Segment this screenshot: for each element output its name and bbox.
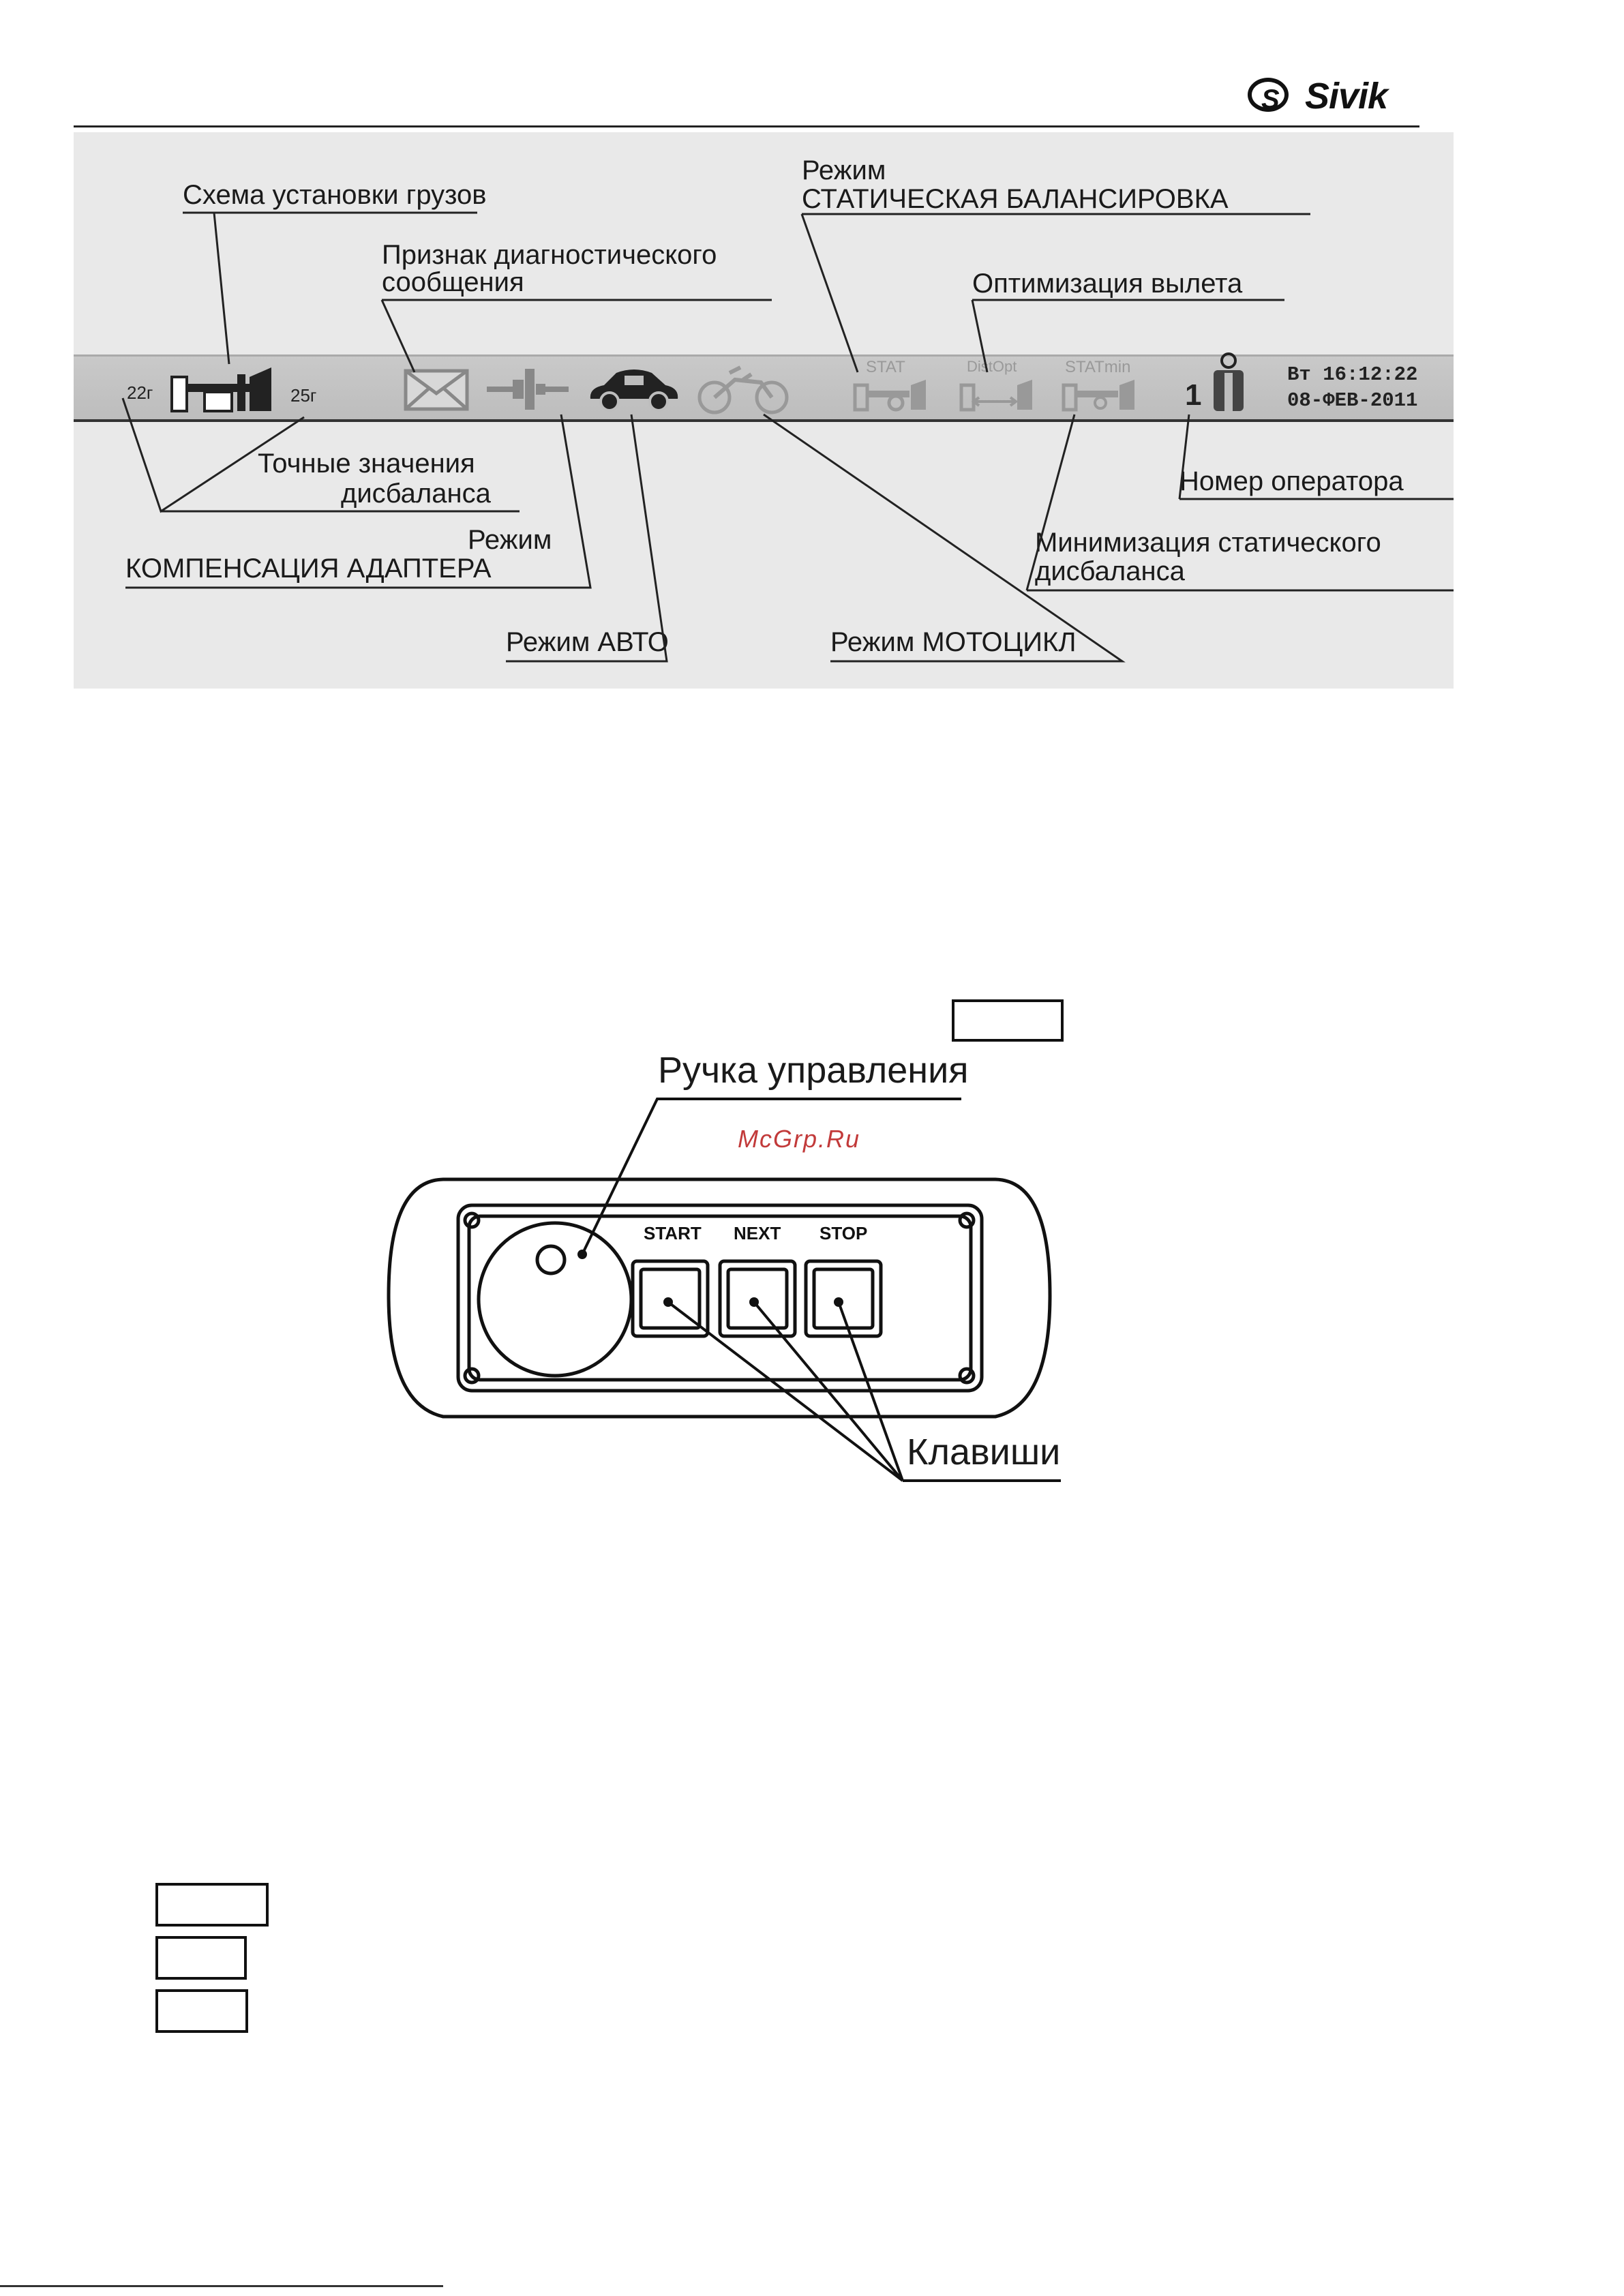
label-exact-2: дисбаланса xyxy=(341,479,491,509)
next-button-label: NEXT xyxy=(734,1223,781,1243)
logo-circle-icon: S xyxy=(1248,78,1289,115)
car-auto-mode-icon xyxy=(590,369,678,412)
label-auto: Режим АВТО xyxy=(506,627,669,657)
right-weight-value: 25г xyxy=(290,385,317,406)
inline-key-box xyxy=(952,999,1064,1042)
label-diag-1: Признак диагностического xyxy=(382,240,717,270)
diagnostic-envelope-icon xyxy=(404,369,469,411)
machine-statusbar: 22г 25г xyxy=(74,352,1454,422)
left-weight-value: 22г xyxy=(127,382,153,403)
key-box-1 xyxy=(155,1883,269,1927)
label-operator: Номер оператора xyxy=(1179,466,1404,496)
stat-icon-label: STAT xyxy=(866,358,905,376)
callout-lines xyxy=(121,211,1454,663)
label-distopt: Оптимизация вылета xyxy=(972,269,1243,299)
datetime-line2: 08-ФЕВ-2011 xyxy=(1287,389,1418,412)
logo-text: Sivik xyxy=(1305,76,1388,117)
label-moto: Режим МОТОЦИКЛ xyxy=(830,627,1077,657)
sivik-logo: S Sivik xyxy=(1248,74,1425,119)
footer-rule xyxy=(0,2285,443,2287)
watermark-text: McGrp.Ru xyxy=(738,1125,861,1153)
static-minimization-icon xyxy=(1062,380,1134,412)
label-diag-2: сообщения xyxy=(382,267,524,297)
operator-person-icon xyxy=(1214,352,1244,411)
label-weights-scheme: Схема установки грузов xyxy=(183,180,487,210)
label-statmin-2: дисбаланса xyxy=(1035,556,1185,586)
adapter-compensation-icon xyxy=(487,369,569,410)
key-box-3 xyxy=(155,1989,248,2033)
stop-button-label: STOP xyxy=(819,1223,868,1243)
static-balancing-icon xyxy=(853,380,926,412)
label-exact-1: Точные значения xyxy=(258,449,475,479)
distopt-icon-label: DistOpt xyxy=(967,358,1017,375)
statmin-icon-label: STATmin xyxy=(1065,358,1131,376)
label-static-mode-2: СТАТИЧЕСКАЯ БАЛАНСИРОВКА xyxy=(802,184,1229,214)
operator-number: 1 xyxy=(1185,378,1202,412)
label-adapter-1: Режим xyxy=(468,525,552,555)
label-static-mode-1: Режим xyxy=(802,155,886,185)
start-button-label: START xyxy=(644,1223,702,1243)
datetime-line1: Вт 16:12:22 xyxy=(1287,363,1418,386)
key-box-2 xyxy=(155,1936,247,1980)
label-statmin-1: Минимизация статического xyxy=(1035,528,1381,558)
motorcycle-mode-icon xyxy=(697,365,789,414)
keys-label: Клавиши xyxy=(907,1432,1061,1472)
header-rule xyxy=(74,125,1419,127)
control-panel-diagram xyxy=(387,1098,1061,1482)
label-adapter-2: КОМПЕНСАЦИЯ АДАПТЕРА xyxy=(125,554,492,584)
statusbar-figure: Схема установки грузов Признак диагности… xyxy=(74,132,1454,689)
knob-label: Ручка управления xyxy=(658,1050,969,1091)
weights-scheme-icon xyxy=(170,367,271,412)
distance-optimization-icon xyxy=(959,380,1032,412)
